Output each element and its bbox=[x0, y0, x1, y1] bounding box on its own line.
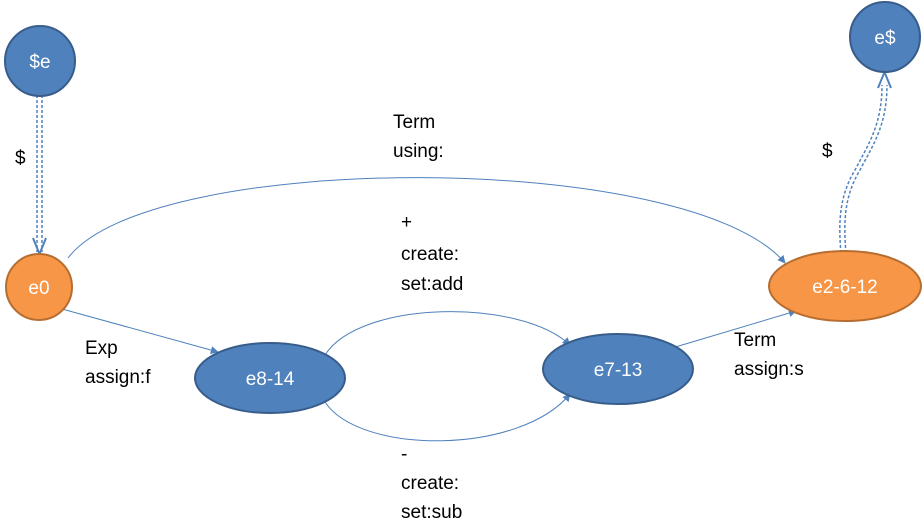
label-e2-6-12-to-end: $ bbox=[822, 141, 833, 162]
node-end: e$ bbox=[849, 1, 921, 73]
label-e7-to-e2-6-12: Term assign:s bbox=[734, 330, 804, 380]
edge-label-line: create: bbox=[401, 244, 459, 265]
edge-e8-14-to-e7-13-bottom bbox=[324, 393, 571, 442]
edge-label-line: assign:f bbox=[85, 367, 151, 388]
edge-label-line: + bbox=[401, 212, 412, 233]
node-end-label: e$ bbox=[874, 28, 896, 49]
edge-label-line: $ bbox=[822, 141, 833, 162]
node-e7-13-label: e7-13 bbox=[594, 360, 643, 381]
edge-label-line: using: bbox=[393, 141, 444, 162]
node-e7-13: e7-13 bbox=[542, 333, 694, 405]
edge-e8-14-to-e7-13-top bbox=[324, 311, 571, 356]
edge-e0-to-e2-6-12 bbox=[67, 177, 786, 264]
edge-start-to-e0 bbox=[32, 95, 47, 257]
arrow-head-icon bbox=[877, 69, 892, 89]
node-e0: e0 bbox=[5, 253, 73, 321]
node-e2-6-12: e2-6-12 bbox=[768, 250, 922, 322]
edge-label-line: assign:s bbox=[734, 359, 804, 380]
edge-label-line: set:add bbox=[401, 274, 463, 295]
label-e0-to-e8-14: Exp assign:f bbox=[85, 338, 151, 388]
edge-e0-to-e8-14 bbox=[61, 308, 219, 354]
node-e8-14: e8-14 bbox=[194, 342, 346, 414]
node-start: $e bbox=[4, 25, 76, 97]
edge-e2-6-12-to-end bbox=[839, 69, 892, 254]
edge-label-line: set:sub bbox=[401, 502, 462, 523]
edge-label-line: Term bbox=[734, 330, 776, 351]
edge-label-line: - bbox=[401, 444, 407, 465]
node-e8-14-label: e8-14 bbox=[246, 369, 295, 390]
edge-label-line: Term bbox=[393, 112, 435, 133]
label-e0-to-e2-6-12: Term using: bbox=[393, 112, 444, 162]
arrow-head-icon bbox=[32, 237, 47, 257]
node-e2-6-12-label: e2-6-12 bbox=[812, 277, 878, 298]
edge-label-line: $ bbox=[15, 148, 26, 169]
label-e8-to-e7-bottom: - create: set:sub bbox=[401, 444, 462, 523]
edge-e7-13-to-e2-6-12 bbox=[671, 309, 797, 349]
node-e0-label: e0 bbox=[28, 278, 49, 299]
node-start-label: $e bbox=[29, 52, 50, 73]
label-e8-to-e7-top: + create: set:add bbox=[401, 212, 463, 295]
label-start-to-e0: $ bbox=[15, 148, 26, 169]
edge-label-line: Exp bbox=[85, 338, 118, 359]
edge-label-line: create: bbox=[401, 473, 459, 494]
